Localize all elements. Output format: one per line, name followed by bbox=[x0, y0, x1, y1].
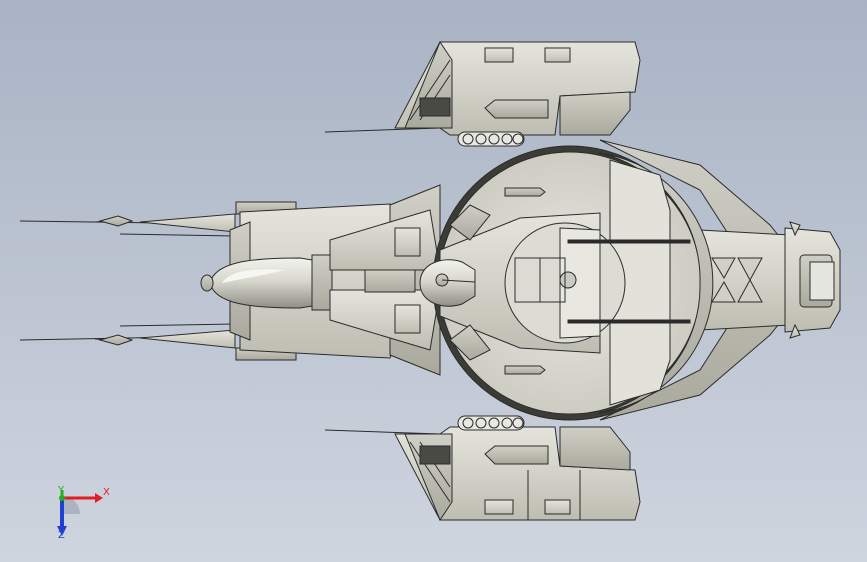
hull-group bbox=[19, 40, 841, 522]
porthole-row-bottom bbox=[457, 415, 525, 431]
porthole-row-top bbox=[457, 131, 525, 147]
engine-nose-pod bbox=[209, 257, 326, 309]
coordinate-triad-icon bbox=[57, 490, 103, 536]
cannon-top bbox=[567, 239, 691, 244]
y-axis-label: Y bbox=[58, 485, 65, 496]
cannon-bottom bbox=[567, 319, 691, 324]
x-axis-label: X bbox=[103, 487, 110, 498]
z-axis-label: Z bbox=[58, 530, 65, 541]
